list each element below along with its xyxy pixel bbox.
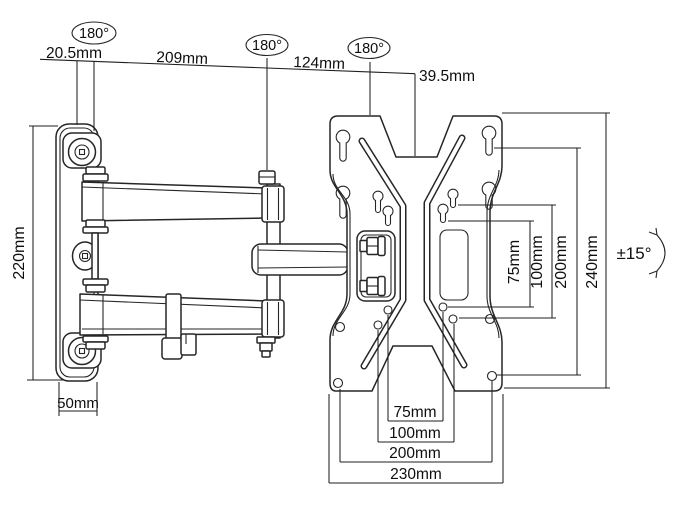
dim-bottom-vesa200 [339,381,493,463]
swivel-label-left: 180° [79,26,109,42]
dim-right-vesa75 [448,220,534,308]
clamp-bolt-top [359,235,386,257]
wall-plate-top-fastener [67,137,97,167]
dim-label-vesa-v-200: 200mm [553,235,570,288]
dim-bottom-plate-width [328,394,504,484]
vesa-cutout [439,229,469,301]
vesa-holes [332,302,498,389]
dim-label-vesa-v-75: 75mm [506,240,523,284]
dim-left-depth [58,382,98,416]
keyhole-slots [335,125,497,227]
tilt-arc [648,227,666,279]
cable-clip [161,293,197,360]
dim-label-arm-segment-1: 209mm [156,49,208,68]
dim-label-wall-pivot-offset: 20.5mm [46,45,102,62]
dim-label-vesa-v-100: 100mm [529,235,546,288]
elbow-upper-knuckle [261,185,285,223]
vesa-x-slots [358,134,468,370]
swivel-bubble-left: 180° [71,21,117,45]
dim-label-vesa-h-100: 100mm [389,425,441,442]
dim-label-plate-width: 230mm [390,466,442,483]
swivel-bubble-right: 180° [347,36,391,60]
vesa-plate [329,115,503,392]
dim-label-wall-plate-height: 220mm [11,226,28,279]
dim-right-vesa200 [494,147,581,376]
elbow-top-cap [258,170,276,185]
dim-label-vesa-h-75: 75mm [393,404,436,421]
dim-bottom-vesa100 [377,324,455,443]
swivel-label-right: 180° [354,41,384,57]
dim-right-vesa100 [458,204,556,319]
dim-label-wall-plate-depth: 50mm [57,395,99,412]
wall-pivot-nuts [82,166,109,350]
dim-label-tilt-range: ±15° [616,244,651,263]
center-arm [251,243,349,276]
dim-top-chain [39,58,416,170]
upper-arm [81,181,268,222]
elbow-bottom-nut [256,336,276,358]
clamp-bolt-bottom [359,275,386,297]
swivel-bubble-mid: 180° [245,33,289,57]
dim-left-height [27,125,63,381]
dim-bottom-vesa75 [387,312,444,422]
dim-label-plate-height: 240mm [584,235,601,288]
dim-label-arm-segment-2: 124mm [293,54,345,73]
swivel-label-mid: 180° [252,38,282,54]
dim-label-vesa-h-200: 200mm [389,445,441,462]
dim-label-plate-offset: 39.5mm [419,68,475,85]
elbow-lower-knuckle [261,299,285,338]
dim-right-plate-height [502,112,610,389]
